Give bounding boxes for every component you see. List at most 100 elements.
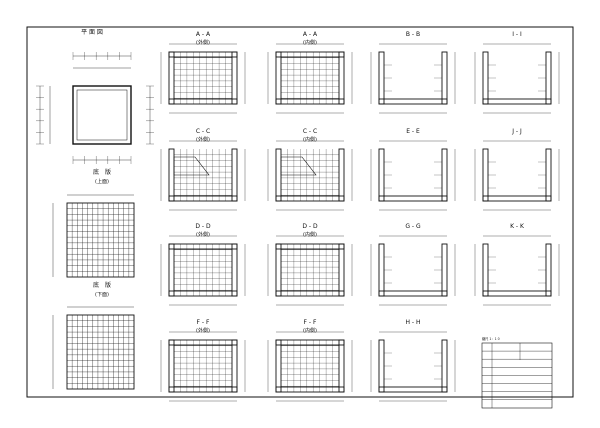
slab-bottom-outline <box>66 314 135 390</box>
section-title: K - K <box>510 223 525 230</box>
slab-bottom-rebar-grid <box>52 306 134 389</box>
wall-left <box>482 148 489 202</box>
section-bb: B - B <box>370 31 456 114</box>
floor-slab <box>168 195 238 202</box>
section-title: H - H <box>405 319 420 326</box>
rebar-hatch <box>384 161 442 189</box>
plan-view: 平 面 図 <box>36 29 154 164</box>
floor-slab <box>378 290 448 297</box>
section-title: A - A <box>196 31 211 38</box>
wall-left <box>378 243 385 297</box>
section-title: D - D <box>195 223 211 230</box>
rebar-hatch <box>174 340 232 392</box>
section-title: J - J <box>511 128 522 135</box>
section-cc-in: C - C(内側) <box>267 128 353 211</box>
section-title: C - C <box>196 128 210 135</box>
wall-left <box>275 148 282 202</box>
floor-slab <box>378 195 448 202</box>
rebar-hatch <box>384 256 442 284</box>
section-hh: H - H <box>370 319 456 402</box>
section-ii: I - I <box>474 31 560 114</box>
section-title: I - I <box>512 31 522 38</box>
slope-fill <box>173 156 210 176</box>
wall-right <box>441 339 448 393</box>
section-ff-in: F - F(内側) <box>267 319 353 402</box>
wall-right <box>338 51 345 105</box>
wall-right <box>441 243 448 297</box>
rebar-hatch <box>174 244 232 296</box>
wall-left <box>168 51 175 105</box>
rebar-hatch <box>488 161 546 189</box>
slab-top-view: 底 版 (上面) <box>52 168 135 278</box>
section-subtitle: (内側) <box>303 39 317 46</box>
rebar-hatch <box>281 340 339 392</box>
section-aa-in: A - A(内側) <box>267 31 353 114</box>
floor-slab <box>482 98 552 105</box>
sheet-border <box>26 26 574 398</box>
slab-top-title: 底 版 <box>93 168 111 176</box>
top-slab <box>168 243 238 250</box>
section-title: F - F <box>304 319 317 326</box>
section-kk: K - K <box>474 223 560 306</box>
section-title: F - F <box>197 319 210 326</box>
wall-right <box>338 148 345 202</box>
wall-left <box>378 148 385 202</box>
slab-bottom-title: 底 版 <box>93 281 111 289</box>
slab-top-subtitle: (上面) <box>95 178 109 185</box>
section-dd-in: D - D(内側) <box>267 223 353 306</box>
section-subtitle: (外側) <box>196 136 210 143</box>
top-slab <box>275 243 345 250</box>
floor-slab <box>482 195 552 202</box>
slab-bottom-view: 底 版 (下面) <box>52 281 135 390</box>
wall-right <box>231 243 238 297</box>
wall-right <box>545 243 552 297</box>
section-title: B - B <box>406 31 420 38</box>
section-title: D - D <box>302 223 318 230</box>
plan-inner <box>76 89 128 141</box>
floor-slab <box>275 195 345 202</box>
floor-slab <box>378 386 448 393</box>
wall-left <box>275 51 282 105</box>
wall-left <box>482 51 489 105</box>
section-title: E - E <box>406 128 420 135</box>
rebar-hatch <box>384 352 442 380</box>
section-subtitle: (内側) <box>303 136 317 143</box>
slope-fill <box>280 156 317 176</box>
section-gg: G - G <box>370 223 456 306</box>
wall-left <box>168 148 175 202</box>
wall-left <box>378 51 385 105</box>
top-slab <box>168 339 238 346</box>
title-block-rows <box>482 343 552 408</box>
rebar-hatch <box>281 52 339 104</box>
wall-right <box>338 339 345 393</box>
rebar-hatch <box>488 256 546 284</box>
section-cc-out: C - C(外側) <box>160 128 246 211</box>
wall-left <box>168 339 175 393</box>
section-aa-out: A - A(外側) <box>160 31 246 114</box>
wall-right <box>338 243 345 297</box>
rebar-hatch <box>281 244 339 296</box>
wall-right <box>441 51 448 105</box>
wall-right <box>441 148 448 202</box>
wall-left <box>378 339 385 393</box>
scale-note: 縮尺 1：1 0 <box>482 336 500 341</box>
rebar-hatch <box>488 64 546 92</box>
wall-left <box>275 339 282 393</box>
wall-right <box>231 339 238 393</box>
plan-outline <box>72 85 132 145</box>
section-subtitle: (外側) <box>196 39 210 46</box>
floor-slab <box>275 386 345 393</box>
floor-slab <box>168 98 238 105</box>
top-slab <box>275 339 345 346</box>
rebar-hatch <box>174 149 232 201</box>
slab-top-rebar-grid <box>52 194 134 277</box>
section-title: G - G <box>405 223 421 230</box>
wall-right <box>545 148 552 202</box>
floor-slab <box>168 290 238 297</box>
rebar-hatch <box>281 149 339 201</box>
section-subtitle: (内側) <box>303 231 317 238</box>
section-jj: J - J <box>474 128 560 211</box>
